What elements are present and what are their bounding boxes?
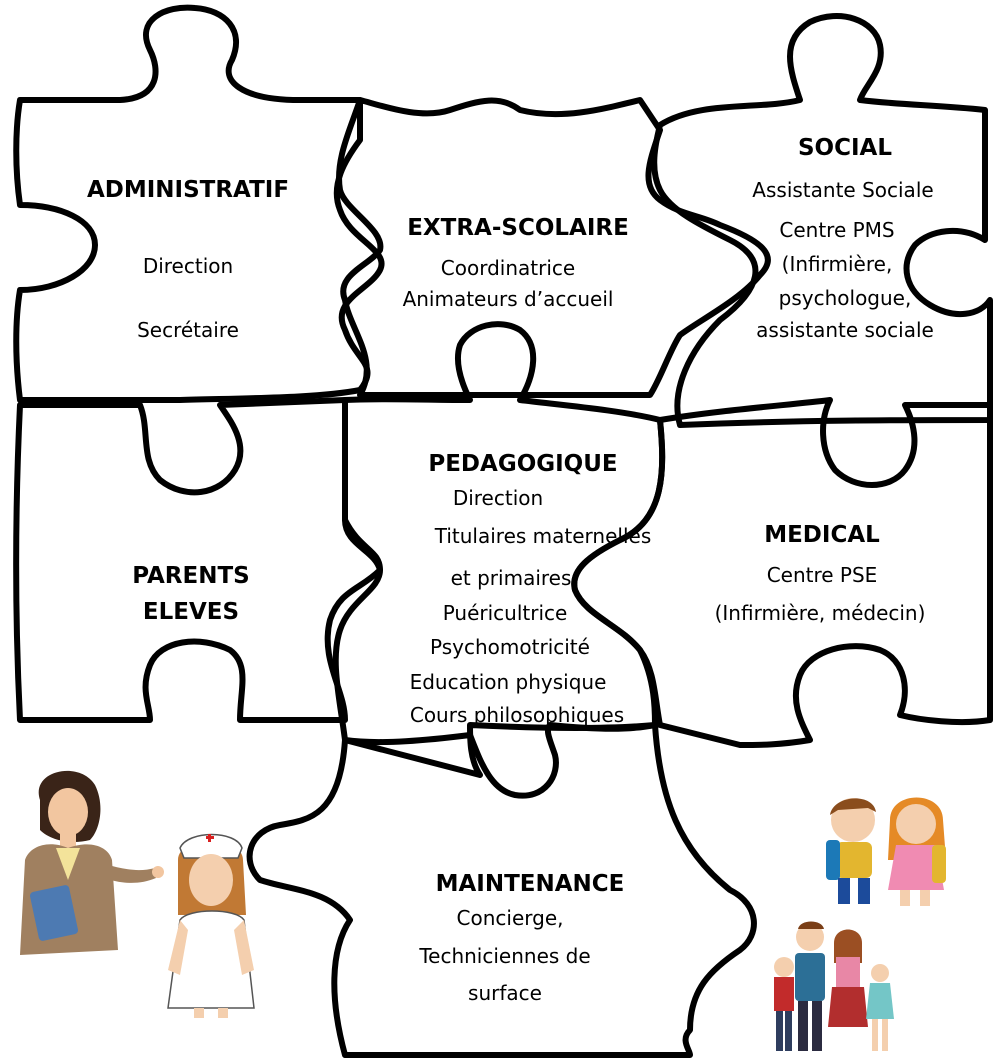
medical-line-centre-pse: Centre PSE	[766, 563, 878, 587]
businesswoman-illustration	[20, 770, 164, 955]
social-title: SOCIAL	[797, 135, 892, 161]
extrascolaire-line-coordinatrice: Coordinatrice	[440, 256, 576, 280]
pedagogique-line-psychomotricite: Psychomotricité	[430, 635, 590, 659]
administratif-line-secretaire: Secrétaire	[137, 318, 239, 342]
social-line-assistante: Assistante Sociale	[752, 178, 934, 202]
maintenance-line-techniciennes: Techniciennes de	[419, 944, 591, 968]
piece-extrascolaire-outline	[336, 97, 771, 398]
pedagogique-title: PEDAGOGIQUE	[428, 451, 618, 477]
piece-administratif-outline	[13, 4, 385, 403]
pedagogique-line-direction: Direction	[452, 486, 544, 510]
maintenance-line-surface: surface	[468, 981, 542, 1005]
social-line-infirmiere: (Infirmière,	[781, 252, 893, 276]
family-illustration	[774, 921, 894, 1051]
social-line-centre-pms: Centre PMS	[779, 218, 895, 242]
pedagogique-line-titulaires: Titulaires maternelles	[434, 524, 652, 548]
maintenance-line-concierge: Concierge,	[456, 906, 564, 930]
eleves-title: ELEVES	[142, 599, 240, 625]
parents-title: PARENTS	[132, 563, 250, 589]
social-line-psychologue: psychologue,	[778, 286, 912, 310]
pedagogique-line-education: Education physique	[409, 670, 607, 694]
administratif-title: ADMINISTRATIF	[86, 177, 290, 203]
nurse-illustration	[167, 833, 255, 1018]
piece-maintenance-outline	[246, 722, 757, 1058]
piece-social-outline	[651, 13, 993, 428]
pedagogique-line-primaires: et primaires	[450, 566, 572, 590]
administratif-line-direction: Direction	[142, 254, 234, 278]
extrascolaire-line-animateurs: Animateurs d’accueil	[402, 287, 614, 311]
extrascolaire-title: EXTRA-SCOLAIRE	[407, 215, 629, 241]
piece-parents-outline	[13, 397, 383, 723]
pedagogique-line-puericultrice: Puéricultrice	[442, 601, 568, 625]
medical-line-infirmiere: (Infirmière, médecin)	[714, 601, 926, 625]
maintenance-title: MAINTENANCE	[435, 871, 625, 897]
piece-medical-outline	[571, 397, 993, 748]
social-line-assistante-sociale: assistante sociale	[756, 318, 934, 342]
pedagogique-line-cours: Cours philosophiques	[409, 703, 625, 727]
medical-title: MEDICAL	[764, 522, 880, 548]
two-children-illustration	[826, 797, 946, 906]
